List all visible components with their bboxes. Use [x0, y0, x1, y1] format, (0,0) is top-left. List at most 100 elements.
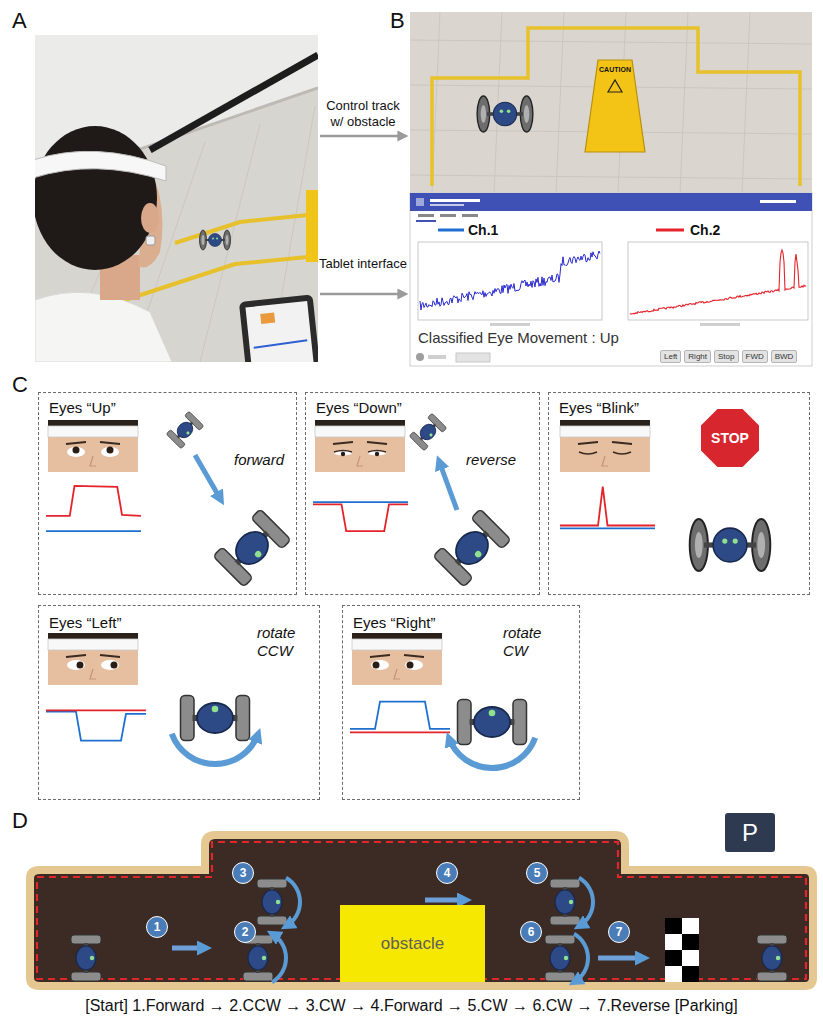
node-label: 1	[154, 921, 161, 933]
robot-body	[248, 946, 268, 970]
step-number: 6	[520, 921, 542, 943]
move-arrow	[320, 293, 404, 296]
command-title: Eyes “Blink”	[559, 399, 639, 417]
robot-eye	[733, 539, 738, 544]
eye-white	[67, 660, 85, 670]
step-number: 1	[146, 916, 168, 938]
robot-wheel	[550, 879, 580, 888]
photo-b	[410, 12, 812, 193]
track-ground	[30, 835, 813, 986]
checkered-flag	[665, 966, 682, 982]
skin	[560, 420, 650, 472]
floor-tile-line	[410, 175, 812, 179]
robot-top-view	[257, 879, 287, 925]
eyebrows	[333, 442, 387, 444]
node-label: 6	[528, 926, 535, 938]
robot-body	[262, 890, 282, 914]
wheel-hub	[757, 532, 765, 558]
robot-front-view	[477, 96, 533, 132]
callout-text: Tablet interface	[318, 256, 408, 272]
command-title: Eyes “Down”	[316, 399, 402, 417]
app-button: BWD	[771, 350, 798, 363]
headband	[48, 426, 138, 437]
robot-body	[762, 946, 782, 970]
tab-detail	[462, 214, 478, 217]
robot-wheel	[257, 879, 287, 888]
nose	[90, 456, 96, 466]
robot-eye	[90, 956, 94, 960]
tablet	[239, 294, 318, 362]
robot-top-view	[409, 413, 447, 451]
node-label: BWD	[775, 351, 794, 362]
step-number: 2	[234, 921, 256, 943]
floor-tile-line	[556, 12, 564, 193]
node-label: Left	[664, 351, 677, 362]
blue-trace	[350, 702, 450, 729]
step-number: 3	[232, 862, 254, 884]
face-photo	[48, 420, 138, 472]
app-button: Right	[684, 350, 711, 363]
eyelid	[368, 451, 386, 453]
tablet-screenshot	[410, 193, 812, 366]
headband	[560, 426, 650, 437]
app-icon	[416, 198, 424, 206]
skin	[48, 633, 138, 685]
red-trace	[560, 487, 655, 526]
wheel-hub	[524, 105, 529, 123]
wheel-hub	[481, 105, 486, 123]
headband	[352, 639, 442, 650]
rotate-arrow	[272, 934, 286, 982]
robot-wheel	[236, 696, 250, 741]
robot-front-view	[200, 230, 231, 250]
eye-white	[334, 451, 352, 456]
robot-top-view	[545, 935, 575, 981]
wheel-hub	[226, 235, 229, 245]
axis-detail	[490, 323, 530, 326]
floor-tile-line	[742, 12, 750, 193]
action-label: forward	[234, 451, 284, 469]
blue-trace	[313, 501, 408, 503]
robot-eye	[212, 238, 214, 240]
robot-wheel	[71, 972, 101, 981]
checkered-flag	[682, 950, 699, 966]
plot-frame	[628, 242, 808, 320]
robot-top-view	[166, 411, 204, 449]
signal-trace	[46, 486, 141, 531]
channel-label: Ch.1	[468, 222, 498, 239]
robot-eye	[186, 431, 190, 435]
step-number: 5	[526, 862, 548, 884]
eye-command-box: Eyes “Left”rotate CCW	[38, 605, 320, 800]
robot-body	[474, 707, 510, 737]
robot-body	[197, 703, 233, 733]
move-arrow	[195, 455, 221, 500]
eye-white	[101, 660, 119, 670]
robot-wheel	[757, 972, 787, 981]
iris	[341, 452, 345, 456]
iris	[107, 447, 114, 454]
node-label: obstacle	[381, 934, 444, 954]
channel-sample	[438, 229, 464, 232]
action-label: reverse	[466, 451, 516, 469]
status-text: Classified Eye Movement : Up	[418, 329, 619, 347]
blue-trace	[46, 712, 146, 741]
track-tape	[432, 28, 800, 186]
checkered-flag	[665, 934, 682, 950]
node-label: 7	[616, 926, 623, 938]
eye-white	[371, 660, 389, 670]
robot-body	[229, 525, 274, 570]
robot-top-view	[458, 700, 527, 745]
node-label: Stop	[718, 351, 734, 362]
checkered-flag	[682, 934, 699, 950]
node-label: P	[742, 821, 758, 845]
node-label: 4	[444, 867, 451, 879]
blue-trace	[560, 528, 655, 530]
headband	[35, 151, 166, 181]
signal-trace	[560, 487, 655, 529]
robot-wheel	[181, 696, 195, 741]
app-bar-detail	[760, 200, 796, 203]
screen-detail	[254, 340, 308, 348]
checkered-flag	[665, 918, 682, 934]
floor-tile-line	[680, 12, 688, 193]
robot-eye	[474, 550, 483, 559]
headband	[48, 639, 138, 650]
